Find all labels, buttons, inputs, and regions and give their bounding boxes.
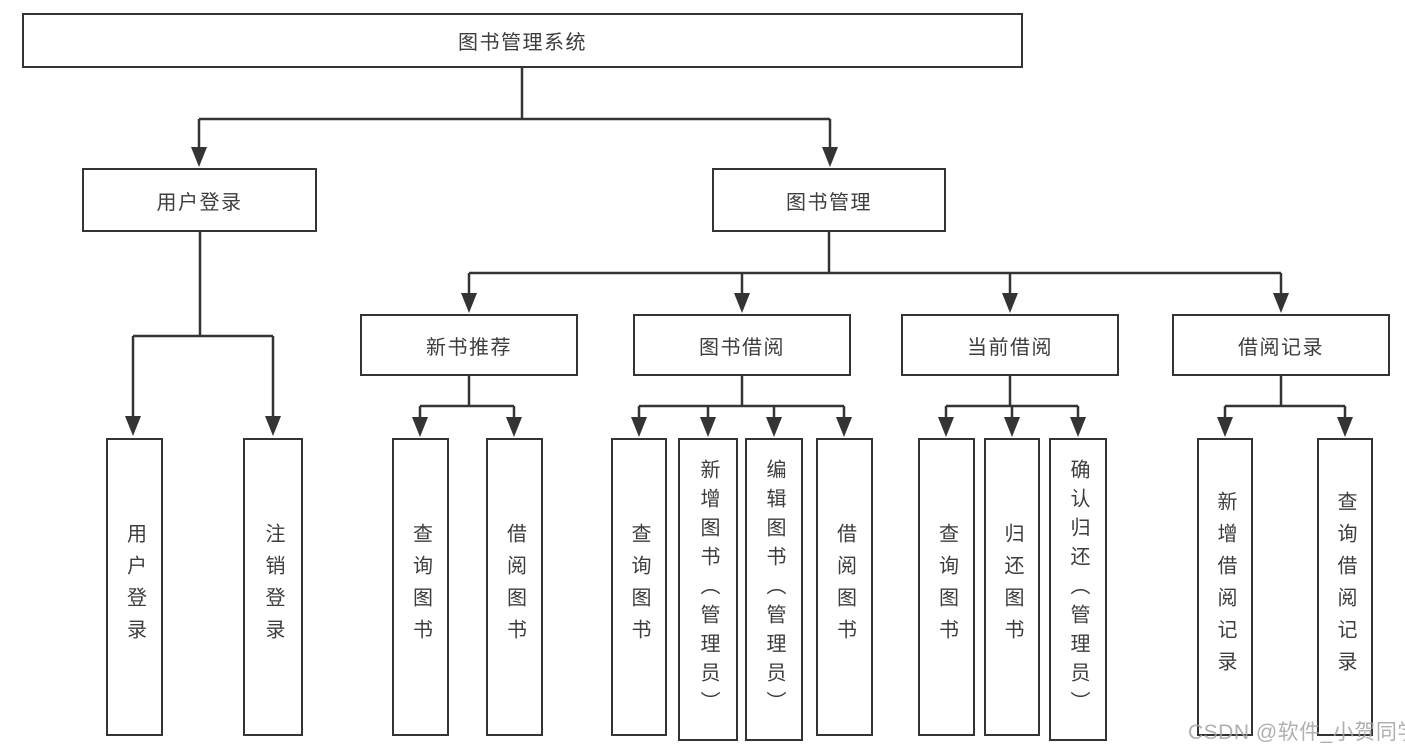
node-label: 归还图书: [1001, 523, 1023, 651]
leaf-add-borrow-record: 新增借阅记录: [1197, 438, 1253, 736]
leaf-user-login: 用户登录: [106, 438, 163, 736]
node-label: 查询图书: [409, 523, 432, 651]
leaf-query-books-recommend: 查询图书: [392, 438, 449, 736]
node-borrowing-records: 借阅记录: [1172, 314, 1390, 376]
node-label: 图书管理系统: [458, 32, 587, 54]
node-label: 借阅图书: [503, 523, 526, 651]
leaf-add-books-admin: 新增图书（管理员）: [678, 438, 738, 741]
node-label: 用户登录: [156, 191, 243, 214]
node-label: 编辑图书（管理员）: [763, 459, 785, 720]
leaf-logout: 注销登录: [243, 438, 303, 736]
node-label: 新书推荐: [426, 336, 512, 359]
node-book-management: 图书管理: [712, 168, 946, 232]
leaf-query-books-borrowing: 查询图书: [611, 438, 667, 736]
node-label: 新增借阅记录: [1214, 491, 1236, 683]
node-book-borrowing: 图书借阅: [633, 314, 851, 376]
node-label: 确认归还（管理员）: [1067, 459, 1089, 720]
leaf-borrow-books-borrowing: 借阅图书: [816, 438, 873, 736]
node-current-borrowing: 当前借阅: [901, 314, 1119, 376]
node-label: 注销登录: [262, 523, 284, 651]
node-label: 查询图书: [935, 523, 958, 651]
node-label: 当前借阅: [967, 336, 1053, 359]
leaf-borrow-books-recommend: 借阅图书: [486, 438, 543, 736]
node-label: 图书借阅: [699, 336, 785, 359]
node-label: 借阅记录: [1238, 336, 1324, 359]
leaf-edit-books-admin: 编辑图书（管理员）: [745, 438, 803, 741]
node-library-management-system: 图书管理系统: [22, 13, 1023, 68]
leaf-confirm-return-admin: 确认归还（管理员）: [1049, 438, 1107, 741]
node-new-book-recommendation: 新书推荐: [360, 314, 578, 376]
node-label: 图书管理: [786, 191, 872, 214]
leaf-query-books-current: 查询图书: [918, 438, 975, 736]
node-label: 用户登录: [123, 523, 146, 651]
node-label: 查询图书: [628, 523, 650, 651]
csdn-watermark: CSDN @软件_小贺同学: [1188, 721, 1405, 744]
node-label: 查询借阅记录: [1334, 491, 1356, 683]
leaf-query-borrow-record: 查询借阅记录: [1317, 438, 1373, 736]
node-label: 借阅图书: [833, 523, 856, 651]
node-label: 新增图书（管理员）: [697, 459, 719, 720]
node-user-login: 用户登录: [82, 168, 317, 232]
leaf-return-books: 归还图书: [984, 438, 1040, 736]
